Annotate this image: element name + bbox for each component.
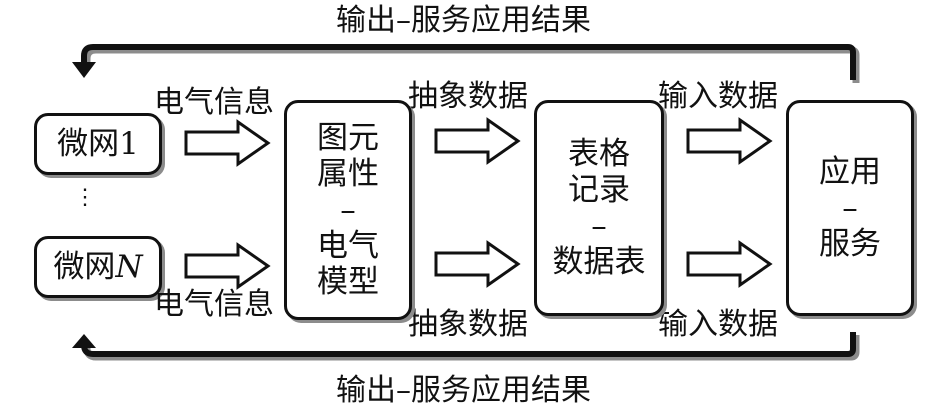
feedback-loop-top: [72, 44, 860, 83]
table-line-3: –: [591, 208, 607, 244]
model-line-2: 属性: [317, 156, 379, 192]
model-line-5: 模型: [317, 264, 379, 300]
element-model-box: 图元 属性 – 电气 模型: [284, 100, 412, 320]
edge-label-input-data-bottom: 输入数据: [658, 307, 778, 342]
microgrid-1-box: 微网1: [34, 113, 162, 175]
service-line-1: 应用: [819, 154, 881, 190]
feedback-loop-bottom: [72, 332, 860, 361]
edge-label-electrical-info-bottom: 电气信息: [154, 287, 274, 322]
table-line-4: 数据表: [552, 244, 646, 280]
application-service-box: 应用 – 服务: [786, 100, 914, 316]
table-line-1: 表格: [568, 136, 630, 172]
block-arrow-grid-to-model-bottom: [184, 242, 271, 290]
table-record-box: 表格 记录 – 数据表: [534, 100, 664, 316]
ellipsis-vertical: ⋮: [74, 185, 96, 210]
model-line-3: –: [340, 192, 356, 228]
block-arrow-grid-to-model-top: [184, 119, 271, 167]
block-arrow-table-to-service-top: [686, 117, 773, 165]
edge-label-electrical-info-top: 电气信息: [154, 85, 274, 120]
edge-label-abstract-data-top: 抽象数据: [408, 79, 528, 114]
arrowhead-icon: [72, 62, 96, 78]
edge-label-abstract-data-bottom: 抽象数据: [408, 307, 528, 342]
microgrid-n-index: N: [115, 249, 143, 285]
block-arrow-model-to-table-top: [434, 117, 521, 165]
block-arrow-model-to-table-bottom: [434, 240, 521, 288]
service-line-3: 服务: [819, 226, 881, 262]
feedback-label-bottom: 输出–服务应用结果: [336, 373, 591, 408]
table-line-2: 记录: [568, 172, 630, 208]
microgrid-1-label: 微网: [57, 126, 120, 162]
edge-label-input-data-top: 输入数据: [658, 79, 778, 114]
service-line-2: –: [842, 190, 858, 226]
feedback-label-top: 输出–服务应用结果: [336, 3, 591, 38]
model-line-4: 电气: [317, 228, 379, 264]
microgrid-1-index: 1: [119, 126, 139, 162]
arrowhead-icon: [72, 334, 96, 348]
microgrid-n-label: 微网: [53, 249, 116, 285]
microgrid-n-box: 微网N: [34, 236, 162, 298]
block-arrow-table-to-service-bottom: [686, 240, 773, 288]
model-line-1: 图元: [317, 120, 379, 156]
